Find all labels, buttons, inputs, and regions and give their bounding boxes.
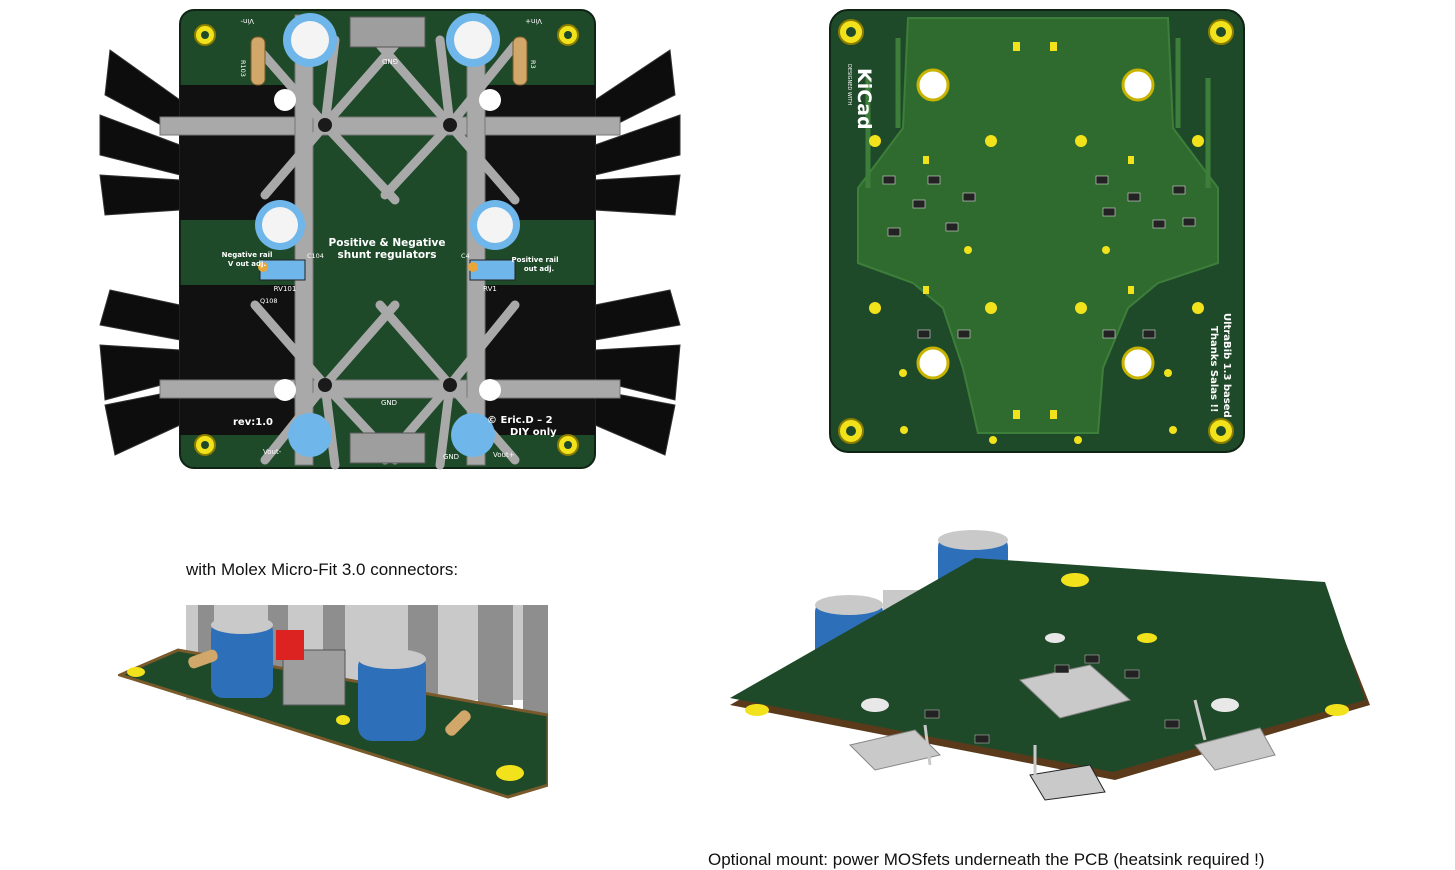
gnd-bottom-label: GND — [381, 399, 397, 407]
pos-rail-label-line1: Positive rail — [512, 256, 559, 264]
copyright-line1: © Eric.D – 2 — [487, 415, 553, 426]
r-right-label: R3 — [529, 60, 537, 69]
board-title-line2: shunt regulators — [338, 249, 437, 261]
r-left-label: R103 — [239, 60, 247, 77]
designed-with-label: DESIGNED WITH — [846, 64, 852, 105]
vin-right-label: Vin+ — [525, 17, 542, 25]
rv-left-label: RV101 — [274, 285, 297, 293]
vin-left-label: Vin- — [240, 17, 254, 25]
pos-rail-label-line2: out adj. — [524, 265, 554, 273]
front-board-render: Positive & Negative shunt regulators Neg… — [95, 5, 685, 473]
molex-render — [118, 605, 548, 805]
gnd-top-label: GND — [382, 57, 398, 65]
copyright-line2: DIY only — [510, 427, 557, 438]
credit-line2: Thanks Salas !! — [1208, 326, 1219, 413]
neg-rail-label-line1: Negative rail — [222, 251, 273, 259]
c-left-label: C104 — [307, 252, 324, 260]
board-title-line1: Positive & Negative — [329, 237, 446, 249]
credit-line1: UltraBib 1.3 based — [1221, 313, 1232, 418]
vout-left-label: Vout- — [263, 448, 282, 456]
rev-label: rev:1.0 — [233, 417, 273, 428]
gnd-out-label: GND — [443, 453, 459, 461]
c-right-label: C4 — [461, 252, 470, 260]
mosfet-underside-render — [725, 530, 1375, 810]
back-board-render: KiCad DESIGNED WITH UltraBib 1.3 based T… — [828, 8, 1248, 456]
kicad-logo: KiCad — [853, 68, 875, 130]
vout-right-label: Vout+ — [493, 451, 515, 459]
neg-rail-label-line2: V out adj. — [228, 260, 266, 268]
rv-right-label: RV1 — [483, 285, 497, 293]
molex-caption: with Molex Micro-Fit 3.0 connectors: — [186, 560, 459, 579]
optional-mount-caption: Optional mount: power MOSfets underneath… — [708, 850, 1265, 869]
q-left-label: Q108 — [260, 297, 278, 305]
